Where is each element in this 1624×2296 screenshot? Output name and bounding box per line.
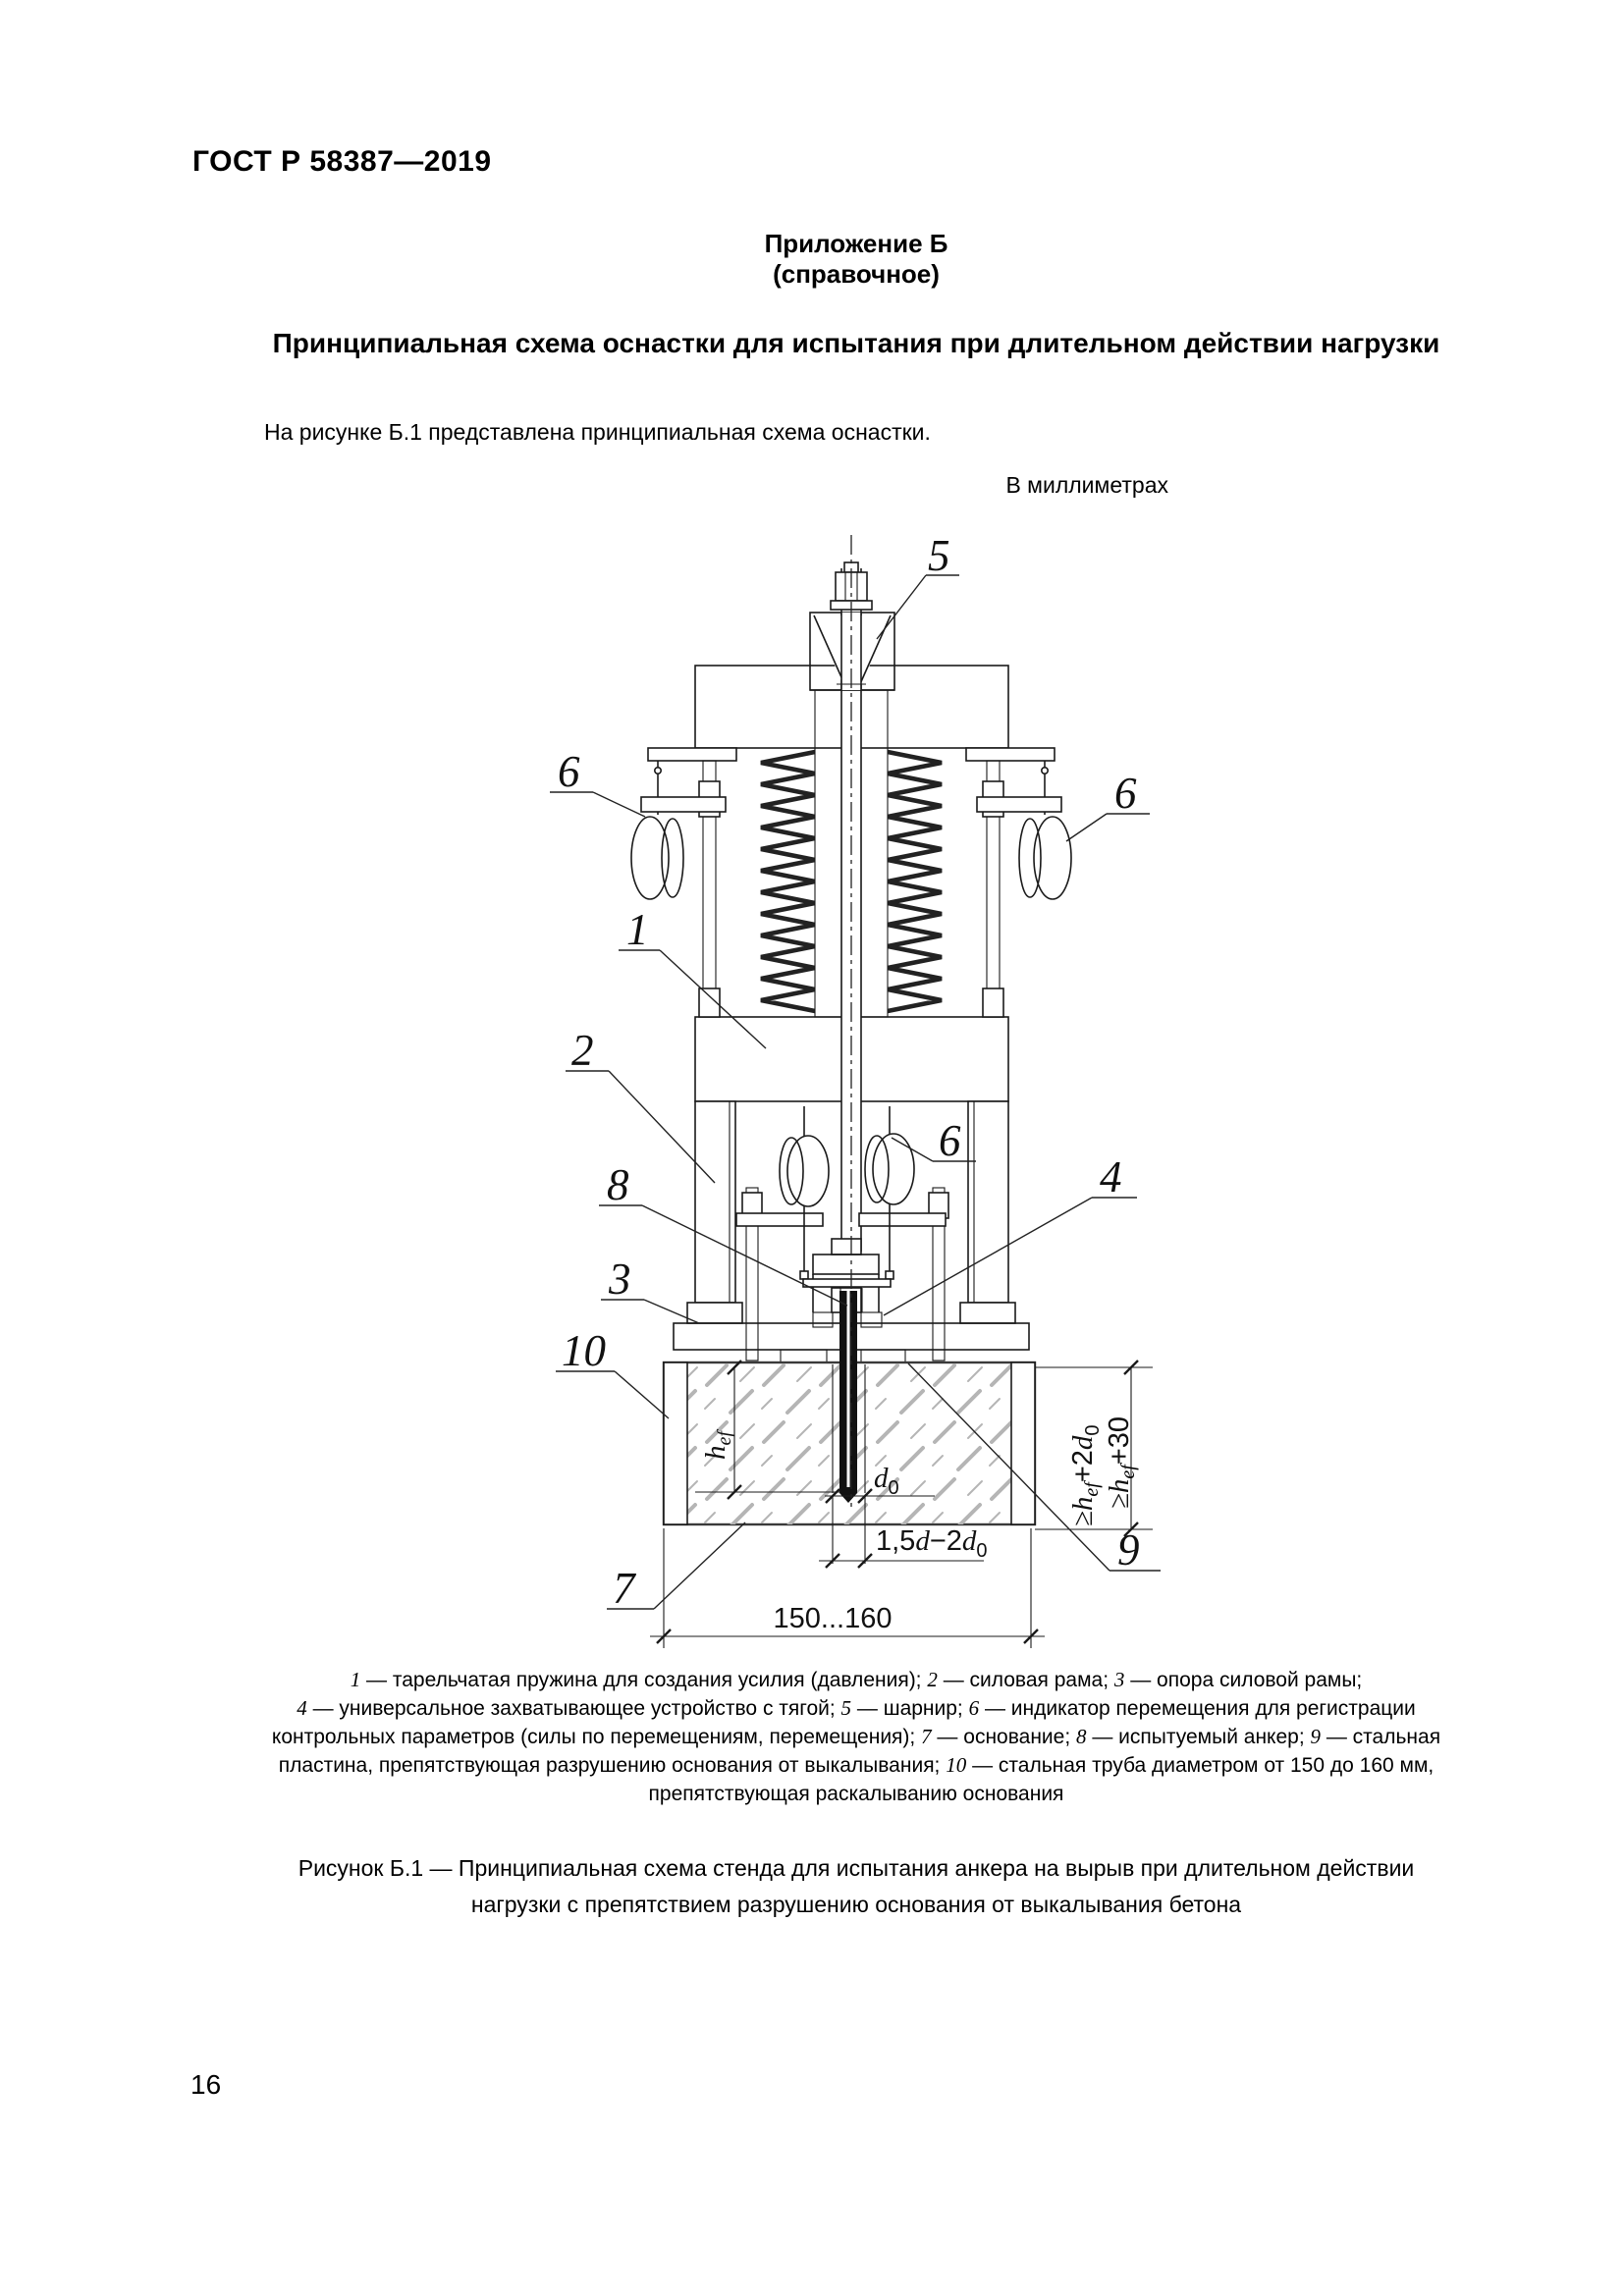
dim-embed-depth: hef	[695, 1360, 840, 1500]
legend-ref-number: 4	[297, 1696, 307, 1720]
steel-tube-wall-left	[663, 1362, 688, 1525]
dial-indicator-left	[630, 816, 684, 900]
disc-spring-right	[887, 749, 943, 1014]
callout-10: 10	[556, 1326, 670, 1419]
legend-text: — индикатор перемещения для регистрации	[979, 1697, 1416, 1720]
legend-ref-number: 9	[1310, 1725, 1322, 1748]
dim-width-range: 150...160	[650, 1528, 1045, 1648]
legend-line: контрольных параметров (силы по перемеще…	[162, 1723, 1550, 1751]
dim-right-vertical: ≥hef+2d0 ≥hef+30	[1035, 1360, 1153, 1537]
units-note: В миллиметрах	[1005, 472, 1168, 498]
svg-text:6: 6	[1114, 769, 1137, 818]
callout-6-left: 6	[550, 747, 646, 818]
legend-ref-number: 10	[946, 1753, 967, 1777]
legend-line: 1 — тарельчатая пружина для создания уси…	[162, 1666, 1550, 1694]
legend-text: — испытуемый анкер;	[1086, 1726, 1311, 1748]
svg-text:6: 6	[558, 747, 580, 796]
dim-hef-label: hef	[700, 1429, 735, 1460]
frame-wall-right	[959, 1100, 1016, 1324]
svg-text:3: 3	[608, 1255, 631, 1304]
legend-ref-number: 5	[840, 1696, 852, 1720]
dial-indicator-inner-left	[779, 1106, 830, 1280]
legend-text: — основание;	[931, 1726, 1076, 1748]
callout-7: 7	[607, 1522, 746, 1613]
svg-text:1: 1	[626, 905, 649, 954]
dim-hole-diameter: d0	[825, 1463, 935, 1564]
schematic-figure: hef d0 1,5d−2d0 150...	[550, 531, 1161, 1648]
bracket-bar-left	[735, 1212, 824, 1227]
legend-ref-number: 2	[927, 1668, 938, 1691]
steel-tube-wall-right	[1010, 1362, 1036, 1525]
callout-9: 9	[907, 1362, 1161, 1575]
svg-text:4: 4	[1100, 1152, 1122, 1201]
hinge-block	[809, 612, 895, 691]
callout-6-middle: 6	[891, 1116, 976, 1165]
figure-caption-line1: Рисунок Б.1 — Принципиальная схема стенд…	[298, 1855, 1415, 1881]
dim-hef2d0-label: ≥hef+2d0	[1067, 1424, 1104, 1526]
legend-text: — стальная	[1321, 1726, 1441, 1748]
disc-spring-left	[760, 749, 816, 1014]
svg-text:9: 9	[1117, 1525, 1140, 1575]
appendix-label: Приложение Б	[764, 229, 948, 258]
callout-4: 4	[883, 1152, 1137, 1316]
dim-d0-label: d0	[874, 1463, 899, 1499]
legend-ref-number: 1	[350, 1668, 361, 1691]
callout-5: 5	[876, 531, 959, 640]
cross-bar-right	[976, 796, 1062, 813]
appendix-title: Принципиальная схема оснастки для испыта…	[272, 328, 1440, 358]
dim-15d-label: 1,5d−2d0	[876, 1525, 988, 1562]
legend-line: препятствующая раскалыванию основания	[162, 1780, 1550, 1808]
legend-text: препятствующая раскалыванию основания	[648, 1783, 1064, 1805]
intro-paragraph: На рисунке Б.1 представлена принципиальн…	[264, 419, 931, 445]
legend-text: контрольных параметров (силы по перемеще…	[271, 1726, 922, 1748]
figure-caption: Рисунок Б.1 — Принципиальная схема стенд…	[162, 1850, 1550, 1923]
content-column: Приложение Б (справочное) Принципиальная…	[162, 0, 1550, 2296]
legend-text: пластина, препятствующая разрушению осно…	[278, 1754, 947, 1777]
legend-text: — тарельчатая пружина для создания усили…	[360, 1669, 928, 1691]
legend-ref-number: 6	[968, 1696, 980, 1720]
legend-line: пластина, препятствующая разрушению осно…	[162, 1751, 1550, 1780]
cross-bar-left	[640, 796, 727, 813]
page-number: 16	[190, 2069, 222, 2100]
legend-line: 4 — универсальное захватывающее устройст…	[162, 1694, 1550, 1723]
svg-text:2: 2	[571, 1026, 594, 1075]
appendix-kind: (справочное)	[773, 259, 940, 289]
callout-3: 3	[601, 1255, 700, 1324]
svg-text:10: 10	[562, 1326, 606, 1375]
legend-text: — шарнир;	[851, 1697, 969, 1720]
callout-1: 1	[619, 905, 767, 1049]
dial-indicator-right	[1018, 816, 1072, 900]
figure-caption-line2: нагрузки с препятствием разрушению основ…	[470, 1892, 1242, 1917]
standard-code: ГОСТ Р 58387—2019	[192, 145, 492, 178]
legend-text: — стальная труба диаметром от 150 до 160…	[966, 1754, 1435, 1777]
dial-indicator-inner-right	[864, 1106, 915, 1280]
callout-8: 8	[599, 1160, 848, 1307]
svg-text:6: 6	[939, 1116, 961, 1165]
figure-legend: 1 — тарельчатая пружина для создания уси…	[162, 1666, 1550, 1808]
callout-2: 2	[566, 1026, 716, 1184]
legend-ref-number: 3	[1113, 1668, 1125, 1691]
dim-150-160-label: 150...160	[774, 1603, 893, 1634]
callout-6-right: 6	[1065, 769, 1150, 842]
dim-hef30-label: ≥hef+30	[1104, 1416, 1139, 1509]
frame-wall-left	[686, 1100, 743, 1324]
bracket-bar-right	[858, 1212, 947, 1227]
legend-text: — силовая рама;	[937, 1669, 1114, 1691]
svg-text:8: 8	[607, 1160, 629, 1209]
legend-ref-number: 8	[1076, 1725, 1087, 1748]
legend-text: — универсальное захватывающее устройство…	[306, 1697, 841, 1720]
svg-text:5: 5	[928, 531, 950, 580]
svg-text:7: 7	[613, 1564, 637, 1613]
appendix-heading: Приложение Б (справочное)	[162, 229, 1550, 290]
legend-text: — опора силовой рамы;	[1124, 1669, 1363, 1691]
dim-edge-distance: 1,5d−2d0	[819, 1525, 988, 1569]
legend-ref-number: 7	[921, 1725, 932, 1748]
